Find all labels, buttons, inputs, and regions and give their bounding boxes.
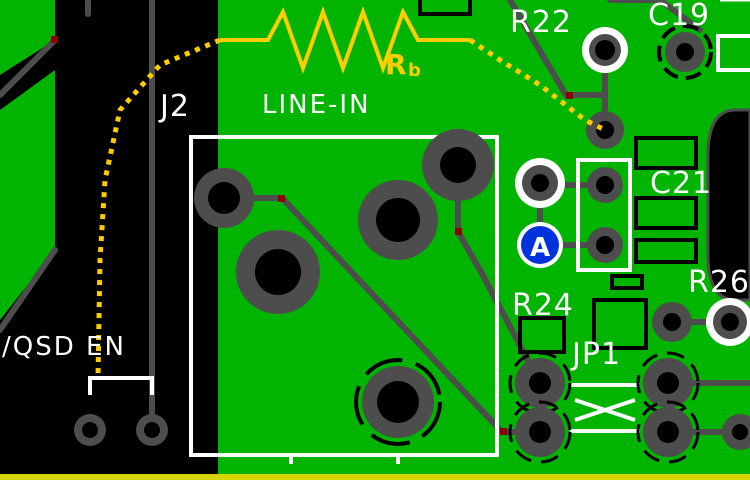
board-edge	[0, 474, 750, 480]
label-jp1: JP1	[570, 337, 621, 372]
label-c21: C21	[650, 166, 712, 201]
qsd-en-bracket	[88, 376, 154, 395]
label-r26: R26	[688, 265, 750, 300]
r26-outline	[592, 298, 648, 350]
via	[455, 228, 462, 235]
via	[51, 36, 58, 43]
annotation-resistor-subscript: b	[408, 60, 421, 81]
label-j2: J2	[158, 89, 190, 124]
annotation-resistor	[220, 6, 470, 74]
c21-outline	[576, 158, 632, 272]
copper-pour-left	[0, 0, 55, 75]
component-outline-top	[418, 0, 472, 16]
via	[500, 428, 507, 435]
smd-part	[610, 136, 698, 290]
label-line-in: LINE-IN	[262, 90, 371, 120]
via-markers	[51, 36, 573, 435]
annotation-resistor-symbol: R	[385, 48, 407, 81]
trace	[0, 37, 58, 98]
copper-pour-left-lower	[0, 70, 55, 320]
trace	[607, 0, 703, 33]
label-r22: R22	[510, 5, 572, 40]
annotation-dotted-wire-right	[468, 37, 607, 133]
jp1-pads	[508, 351, 750, 464]
j2-pads	[194, 129, 494, 446]
annotation-marker-label: A	[530, 233, 550, 263]
label-qsd-en: /QSD EN	[2, 332, 126, 362]
j2-pad-relief	[354, 358, 442, 446]
j2-outline	[189, 135, 499, 457]
via	[566, 92, 573, 99]
label-c19: C19	[648, 0, 710, 33]
via	[278, 195, 285, 202]
label-r24: R24	[512, 288, 574, 323]
jp1-silk	[570, 383, 640, 433]
trace	[0, 247, 58, 333]
c19-outline	[716, 34, 750, 72]
